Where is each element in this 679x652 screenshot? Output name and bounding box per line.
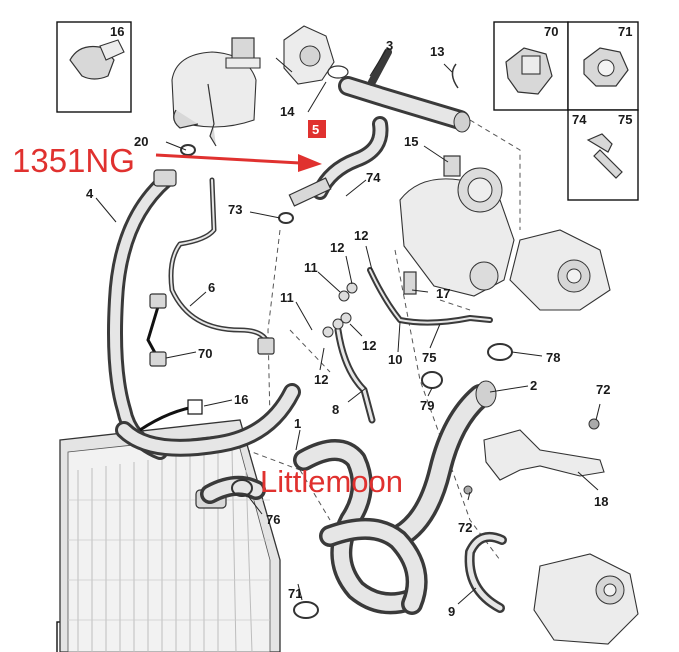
callout-14: 14 (280, 104, 295, 119)
highlight-number: 5 (312, 122, 319, 137)
callout-16a: 16 (110, 24, 124, 39)
hose-clamps (180, 63, 513, 619)
egr-cooler (533, 553, 639, 645)
callout-74b: 74 (366, 170, 381, 185)
callout-17: 17 (436, 286, 450, 301)
callout-12b: 12 (354, 228, 368, 243)
hose-9 (464, 532, 507, 613)
callout-70b: 70 (198, 346, 212, 361)
callout-11b: 11 (280, 290, 294, 305)
callout-15: 15 (404, 134, 418, 149)
callout-9: 9 (448, 604, 455, 619)
callout-70a: 70 (544, 24, 558, 39)
hose-6 (146, 177, 275, 367)
callout-3: 3 (386, 38, 393, 53)
overlay-marks: 5 1351NG Littlemoon (12, 120, 403, 499)
hose-4 (107, 169, 177, 460)
thermostat-housing (283, 25, 349, 85)
hose-5 (288, 116, 389, 207)
leader-lines (95, 49, 601, 605)
hose-16 (115, 383, 301, 457)
part-code-label: 1351NG (12, 142, 135, 179)
highlight-box (308, 120, 326, 138)
watermark-text: Littlemoon (260, 464, 403, 499)
callout-11a: 11 (304, 260, 318, 275)
hose-2 (388, 380, 497, 548)
water-pump (509, 229, 611, 311)
callout-10: 10 (388, 352, 402, 367)
callout-12a: 12 (330, 240, 344, 255)
callout-8: 8 (332, 402, 339, 417)
callout-75b: 75 (422, 350, 436, 365)
callout-18: 18 (594, 494, 608, 509)
callout-76: 76 (266, 512, 280, 527)
inset-hardware: 70 71 74 75 (493, 21, 639, 201)
callout-12c: 12 (362, 338, 376, 353)
callout-71b: 71 (288, 586, 302, 601)
callout-6: 6 (208, 280, 215, 295)
callout-71a: 71 (618, 24, 632, 39)
callout-74a: 74 (572, 112, 587, 127)
expansion-tank (171, 37, 261, 147)
callout-75a: 75 (618, 112, 632, 127)
callout-20: 20 (134, 134, 148, 149)
callout-78: 78 (546, 350, 560, 365)
pipe-3 (338, 48, 471, 133)
highlight-arrow (155, 153, 322, 172)
callout-16b: 16 (234, 392, 248, 407)
callout-2: 2 (530, 378, 537, 393)
callout-72b: 72 (458, 520, 472, 535)
bracket-18 (463, 418, 605, 495)
callout-4: 4 (86, 186, 94, 201)
inset-clip-16: 16 (56, 21, 132, 113)
callout-12d: 12 (314, 372, 328, 387)
turbocharger (399, 155, 515, 297)
callout-1: 1 (294, 416, 301, 431)
callout-73: 73 (228, 202, 242, 217)
callout-79: 79 (420, 398, 434, 413)
callout-72a: 72 (596, 382, 610, 397)
callout-13: 13 (430, 44, 444, 59)
callout-numbers: 4 3 13 14 15 20 73 74 6 70 11 11 12 12 1… (86, 38, 610, 619)
